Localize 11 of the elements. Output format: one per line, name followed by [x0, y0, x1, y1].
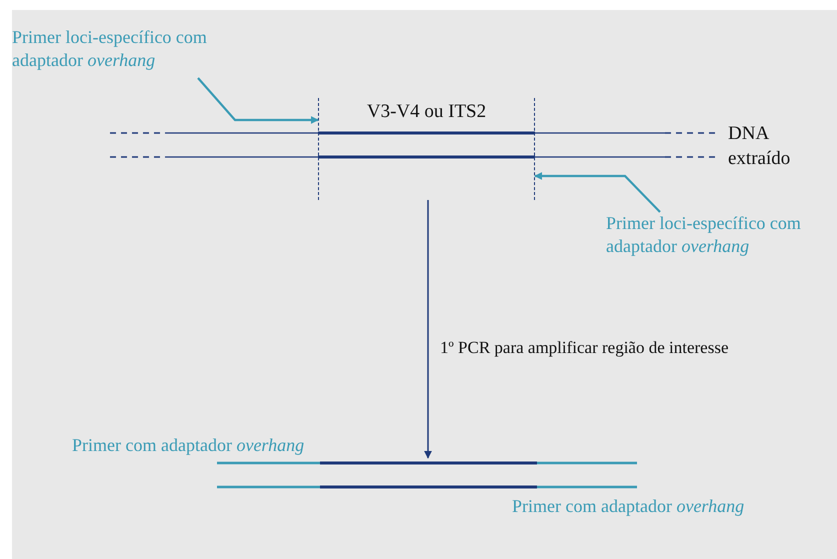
- target-region: [318, 98, 535, 200]
- primer-text: Primer loci-específico com adaptador overhang: [606, 212, 802, 258]
- primer-label: Primer com adaptador overhang: [512, 495, 744, 518]
- region-label: V3-V4 ou ITS2: [366, 100, 486, 124]
- leader-arrow: [197, 77, 319, 124]
- process-arrow: [424, 200, 432, 459]
- primer-text: Primer loci-específico com adaptador overhang: [12, 26, 208, 72]
- primer-label: Primer com adaptador overhang: [72, 434, 304, 457]
- strand-label: DNA extraído: [728, 122, 792, 171]
- leader-arrow: [534, 172, 661, 213]
- edge-label: 1º PCR para amplificar região de interesse: [440, 338, 729, 358]
